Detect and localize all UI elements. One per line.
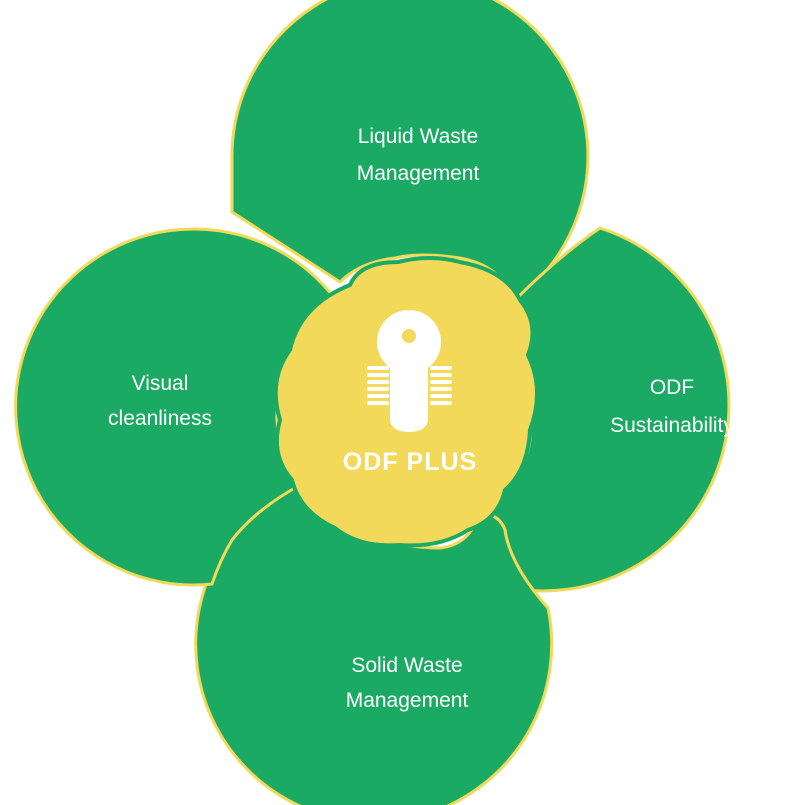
petal-visual-cleanliness: Visual cleanliness [14, 227, 334, 587]
petal-label-top-line2: Management [357, 162, 480, 185]
center-title: ODF PLUS [343, 448, 477, 476]
petal-liquid-waste-management: Liquid Waste Management [230, 0, 590, 303]
petal-label-bottom-line2: Management [346, 689, 469, 712]
center-hub: ODF PLUS [273, 256, 540, 548]
petal-label-left-line1: Visual [132, 372, 189, 395]
petal-label-bottom-line1: Solid Waste [351, 654, 462, 677]
toilet-icon [367, 310, 452, 432]
petal-label-left-line2: cleanliness [108, 407, 212, 430]
right-tissue-roll [430, 366, 452, 405]
petal-label-right-line2: Sustainability [610, 414, 734, 437]
petal-label-right-line1: ODF [650, 376, 694, 399]
left-tissue-roll [367, 366, 389, 405]
petal-label-top-line1: Liquid Waste [358, 125, 479, 148]
petal-shape-top [230, 0, 590, 303]
